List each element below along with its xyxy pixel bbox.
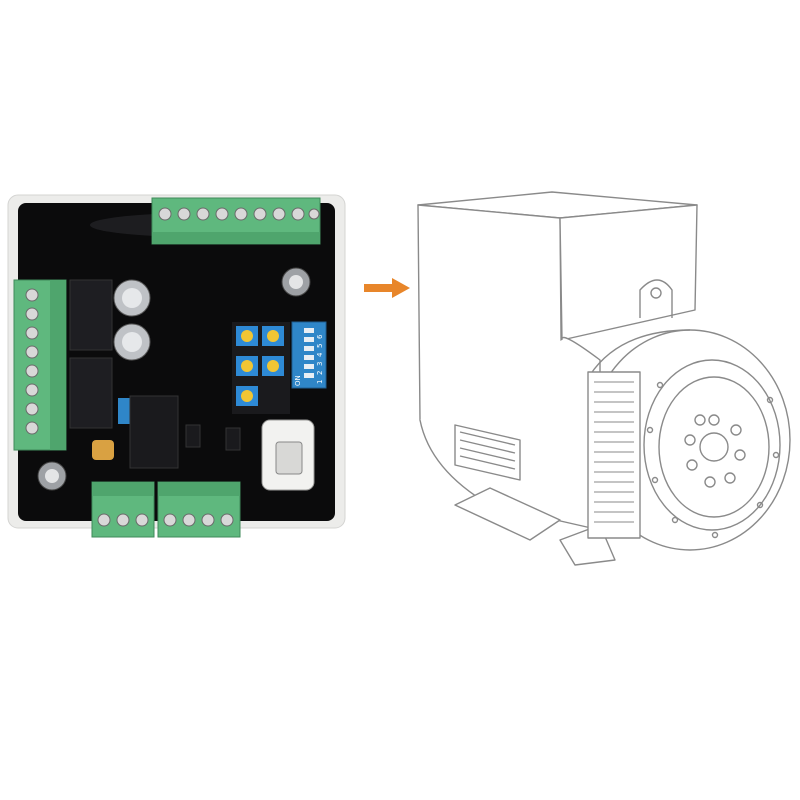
coupling-flange: [643, 359, 781, 539]
potentiometer: [236, 386, 258, 406]
potentiometer: [262, 326, 284, 346]
blue-component: [118, 398, 132, 424]
mounting-hole: [281, 267, 311, 297]
capacitor: [113, 279, 151, 317]
relay: [69, 279, 113, 351]
mounting-foot: [454, 487, 561, 541]
dip-number: 3: [316, 362, 324, 366]
front-housing: [587, 329, 791, 551]
vent-grille: [454, 424, 521, 481]
bottom-terminal-block-left: [91, 481, 155, 538]
capacitor: [113, 323, 151, 361]
relay: [69, 357, 113, 429]
left-terminal-block: [13, 279, 67, 451]
connector-plug: [261, 419, 315, 491]
potentiometer: [236, 326, 258, 346]
ic-component: [129, 395, 179, 469]
dip-switch: ON 1 2 3 4 5 6: [291, 321, 327, 389]
dip-number: 2: [316, 371, 324, 375]
bottom-terminal-block-right: [157, 481, 241, 538]
ic-component: [185, 424, 201, 448]
orange-component: [92, 440, 114, 460]
potentiometer-group: [232, 322, 290, 414]
potentiometer: [262, 356, 284, 376]
arrow-right-icon: [364, 278, 410, 298]
mounting-hole: [37, 461, 67, 491]
top-terminal-block: [151, 197, 321, 245]
potentiometer: [236, 356, 258, 376]
dip-number: 6: [316, 334, 324, 339]
avr-board: ON 1 2 3 4 5 6: [7, 194, 346, 538]
dip-number: 1: [316, 380, 324, 384]
dip-number: 4: [316, 352, 324, 357]
alternator-drawing: [417, 191, 791, 566]
dip-number: 5: [316, 344, 324, 348]
lifting-lug: [639, 279, 673, 318]
ic-component: [225, 427, 241, 451]
dip-on-label: ON: [294, 375, 302, 386]
